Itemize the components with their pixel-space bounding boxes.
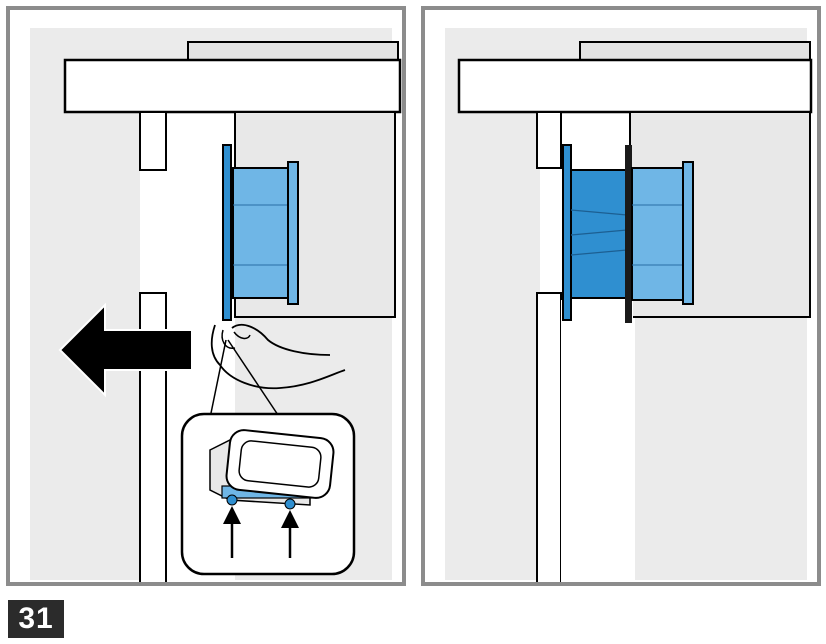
side-post-top xyxy=(536,111,562,169)
cabinet-lower xyxy=(561,300,633,582)
hand-icon xyxy=(210,323,346,390)
vent-plate-right xyxy=(625,145,632,323)
side-post-bottom xyxy=(536,292,562,582)
arrow-up-icon xyxy=(281,510,299,528)
vent-flange xyxy=(287,161,299,305)
side-post-top xyxy=(139,111,167,171)
arrow-up-icon xyxy=(223,506,241,524)
countertop xyxy=(63,58,402,114)
vent-plate xyxy=(222,144,232,321)
illustration-panel-left xyxy=(6,6,406,586)
vent-duct xyxy=(232,167,294,299)
right-illustration xyxy=(445,28,813,582)
vent-plate-left xyxy=(562,144,572,321)
arrow-left-icon xyxy=(58,302,193,398)
vent-flange xyxy=(682,161,694,305)
countertop xyxy=(457,58,813,114)
illustration-panel-right xyxy=(421,6,821,586)
step-number-badge: 31 xyxy=(8,600,64,638)
left-illustration xyxy=(30,28,402,582)
vent-duct xyxy=(631,167,689,301)
